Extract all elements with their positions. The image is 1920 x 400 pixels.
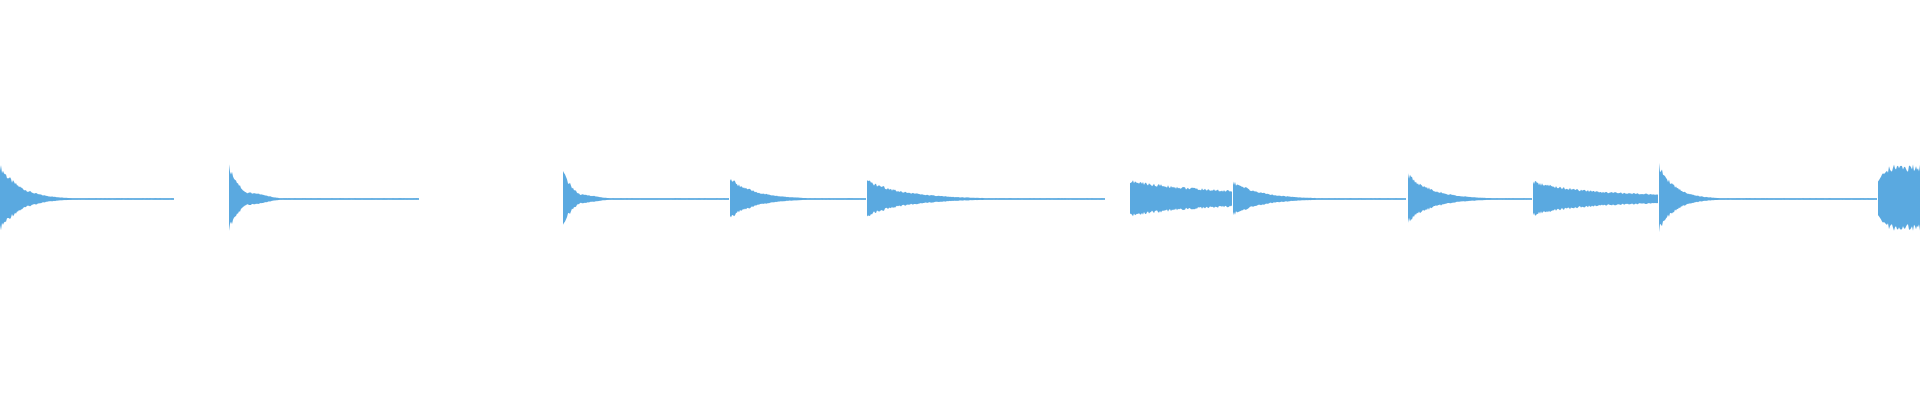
waveform-segment-3: [563, 171, 729, 225]
waveform-segment-7: [1233, 181, 1406, 216]
waveform-segment-2: [229, 164, 419, 231]
waveform-segment-5: [867, 180, 1105, 217]
waveform-segment-1: [0, 165, 174, 231]
waveform-segment-6: [1130, 180, 1232, 217]
waveform-segments: [0, 162, 1920, 233]
waveform-segment-11: [1878, 164, 1920, 231]
waveform-segment-4: [730, 179, 866, 218]
waveform-segment-10: [1659, 162, 1877, 233]
waveform-segment-8: [1408, 173, 1532, 223]
